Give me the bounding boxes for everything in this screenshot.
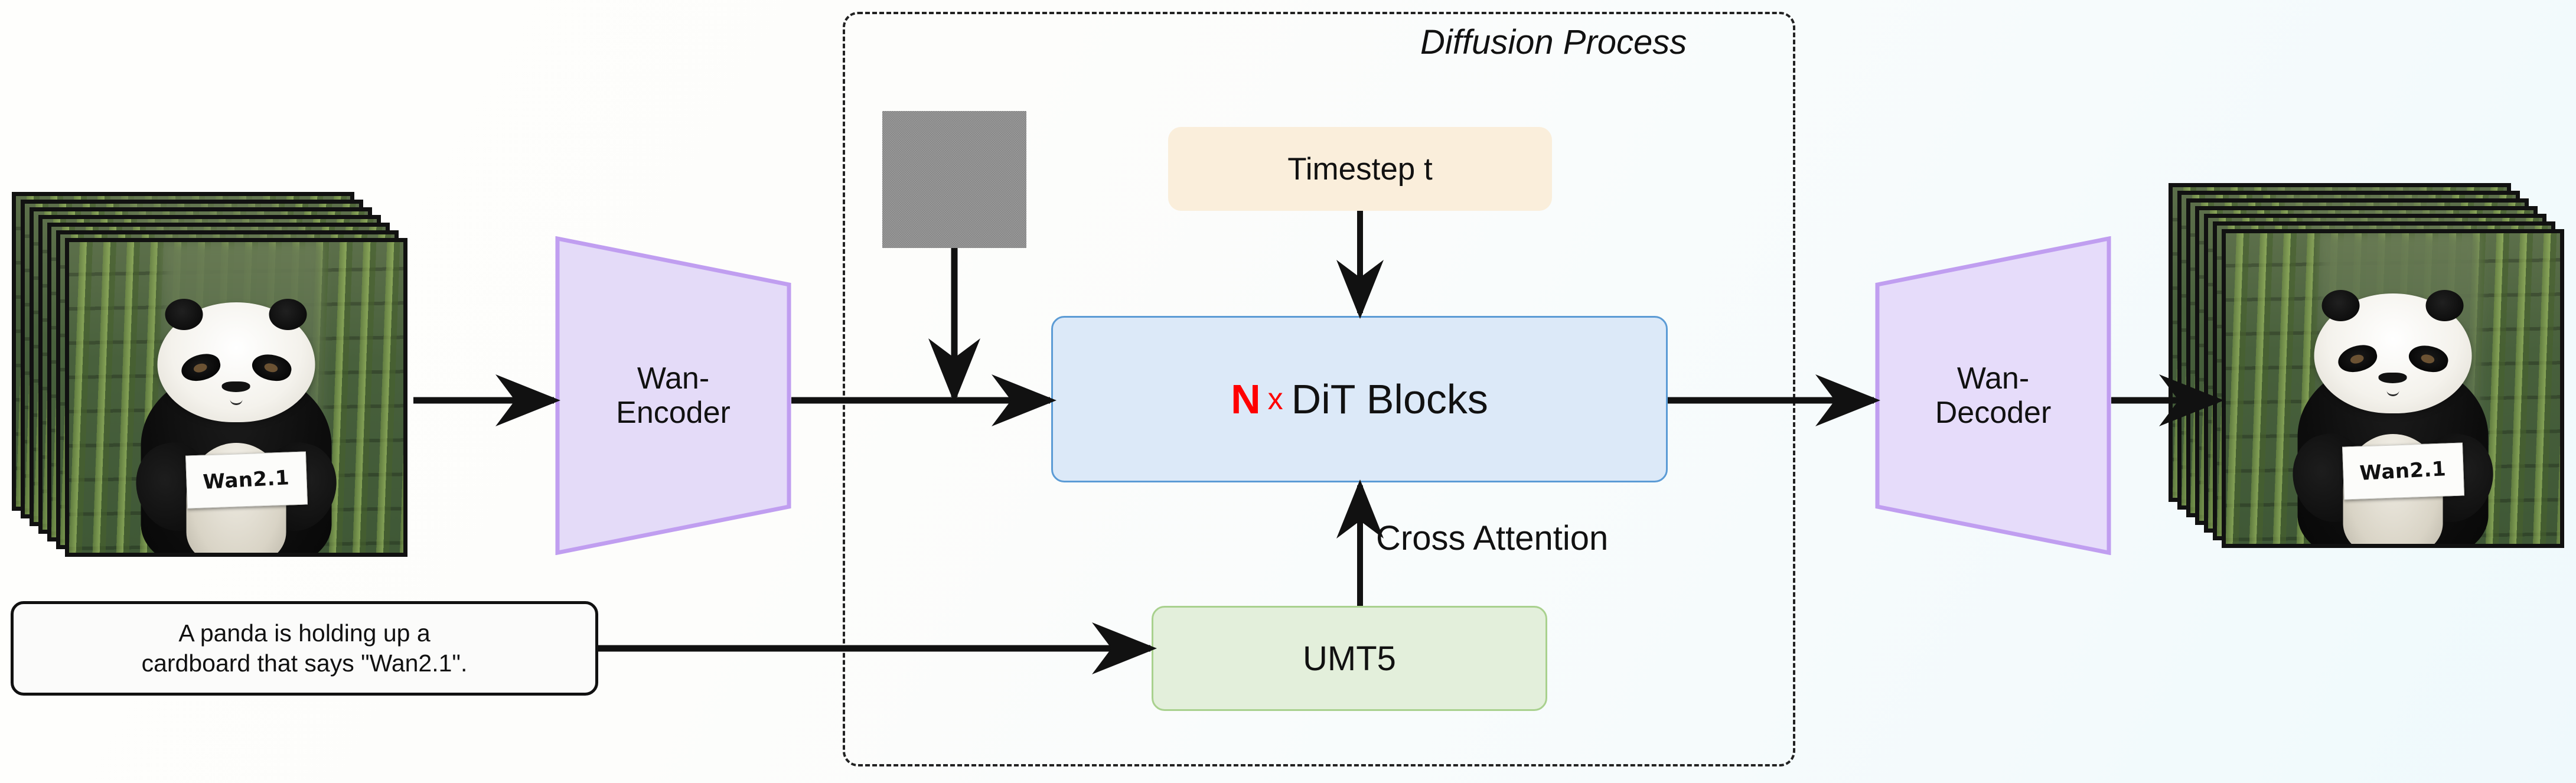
dit-multiply-symbol: x [1267,382,1283,416]
diffusion-process-title: Diffusion Process [1420,23,1687,61]
wan-decoder[interactable]: Wan- Decoder [1875,236,2111,555]
decoder-label-line2: Decoder [1935,396,2052,430]
dit-blocks-label: DiT Blocks [1291,376,1488,422]
dit-blocks-box[interactable]: N x DiT Blocks [1051,316,1668,482]
decoder-shape [1875,236,2111,555]
cross-attention-label: Cross Attention [1376,519,1609,557]
wan-encoder[interactable]: Wan- Encoder [555,236,791,555]
sign-text-output: Wan2.1 [2359,457,2447,486]
panda-subject-output: Wan2.1 [2285,283,2501,544]
diffusion-process-region [843,12,1795,766]
encoder-label-line1: Wan- [637,361,710,396]
output-frame-1: Wan2.1 [2222,229,2564,548]
timestep-label: Timestep t [1287,151,1433,187]
umt5-box[interactable]: UMT5 [1152,606,1547,711]
encoder-shape [555,236,791,555]
cardboard-sign: Wan2.1 [185,451,308,509]
prompt-line-2: cardboard that says "Wan2.1". [141,650,468,677]
timestep-box[interactable]: Timestep t [1168,127,1552,211]
umt5-label: UMT5 [1303,639,1396,678]
prompt-textbox[interactable]: A panda is holding up a cardboard that s… [11,601,598,696]
gaussian-noise-patch [882,111,1026,248]
output-video-stack: Wan2.1 [2169,183,2570,561]
panda-subject: Wan2.1 [128,292,344,553]
input-frame-1: Wan2.1 [65,238,407,557]
dit-repeat-count: N [1231,376,1261,422]
encoder-label-line2: Encoder [616,396,731,430]
cardboard-sign-output: Wan2.1 [2342,442,2464,500]
sign-text: Wan2.1 [203,466,291,495]
input-video-stack: Wan2.1 [12,192,413,564]
decoder-label-line1: Wan- [1957,361,2030,396]
prompt-line-1: A panda is holding up a [178,619,431,647]
